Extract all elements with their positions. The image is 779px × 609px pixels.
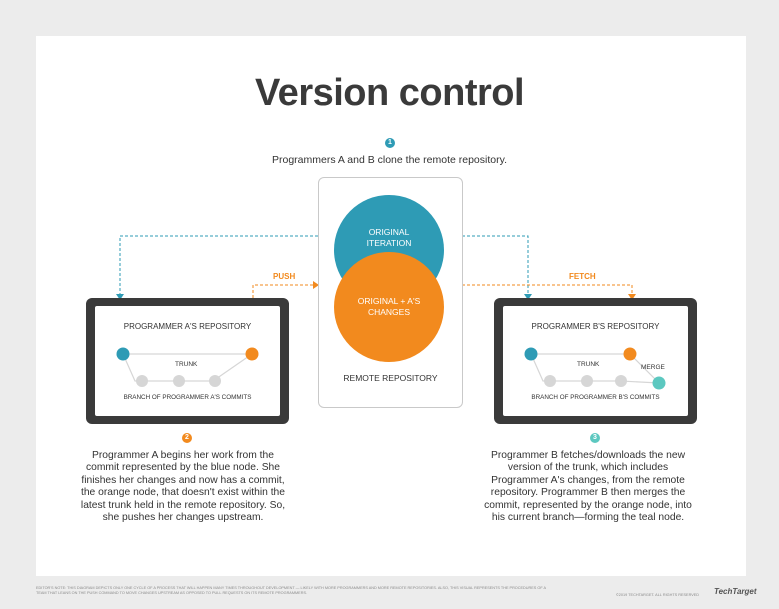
b-branch-node-1 [544, 375, 556, 387]
push-arrow [313, 281, 319, 289]
a-blue-node [116, 347, 130, 361]
a-branch-node-3 [209, 375, 221, 387]
push-label: PUSH [273, 272, 296, 281]
step-1-text: Programmers A and B clone the remote rep… [272, 154, 507, 166]
original-iteration-label: ORIGINAL ITERATION [366, 227, 412, 248]
programmer-a-branch-label: BRANCH OF PROGRAMMER A'S COMMITS [123, 394, 252, 401]
editors-note: EDITOR'S NOTE: THIS DIAGRAM DEPICTS ONLY… [36, 586, 546, 595]
programmer-b-monitor: PROGRAMMER B'S REPOSITORY TRUNK MERGE BR… [494, 298, 697, 424]
programmer-a-repo-title: PROGRAMMER A'S REPOSITORY [123, 322, 252, 331]
fetch-line [462, 284, 633, 296]
a-changes-node: ORIGINAL + A'S CHANGES [334, 252, 444, 362]
a-changes-label: ORIGINAL + A'S CHANGES [357, 296, 421, 317]
clone-line-a [119, 235, 318, 296]
step-2-text: Programmer A begins her work from the co… [80, 450, 286, 524]
programmer-b-repo-title: PROGRAMMER B'S REPOSITORY [531, 322, 660, 331]
programmer-a-screen: PROGRAMMER A'S REPOSITORY TRUNK BRANCH O… [95, 306, 280, 416]
programmer-a-graph [116, 347, 259, 387]
fetch-label: FETCH [569, 272, 596, 281]
a-branch-node-2 [173, 375, 185, 387]
b-orange-node [623, 347, 637, 361]
a-orange-node [245, 347, 259, 361]
programmer-b-trunk-label: TRUNK [577, 361, 600, 368]
b-branch-node-3 [615, 375, 627, 387]
b-teal-node [652, 376, 666, 390]
programmer-b-branch-label: BRANCH OF PROGRAMMER B'S COMMITS [531, 394, 660, 401]
b-blue-node [524, 347, 538, 361]
techtarget-logo: TechTarget [714, 587, 757, 596]
programmer-b-screen: PROGRAMMER B'S REPOSITORY TRUNK MERGE BR… [503, 306, 688, 416]
clone-arrow-b [524, 294, 532, 300]
fetch-arrow [628, 294, 636, 300]
clone-arrow-a [116, 294, 124, 300]
step-2-marker: 2 [182, 433, 192, 443]
copyright: ©2019 TECHTARGET. ALL RIGHTS RESERVED [616, 593, 700, 597]
b-branch-node-2 [581, 375, 593, 387]
diagram-title: Version control [254, 72, 525, 114]
step-3-text: Programmer B fetches/downloads the new v… [484, 450, 692, 524]
step-3-marker: 3 [590, 433, 600, 443]
programmer-b-graph [524, 347, 666, 390]
step-1-marker: 1 [385, 138, 395, 148]
programmer-a-trunk-label: TRUNK [175, 361, 198, 368]
a-branch-node-1 [136, 375, 148, 387]
clone-line-b [462, 235, 529, 296]
programmer-a-monitor: PROGRAMMER A'S REPOSITORY TRUNK BRANCH O… [86, 298, 289, 424]
programmer-b-merge-label: MERGE [641, 364, 665, 371]
push-line [252, 284, 314, 298]
remote-repository-label: REMOTE REPOSITORY [343, 373, 438, 383]
